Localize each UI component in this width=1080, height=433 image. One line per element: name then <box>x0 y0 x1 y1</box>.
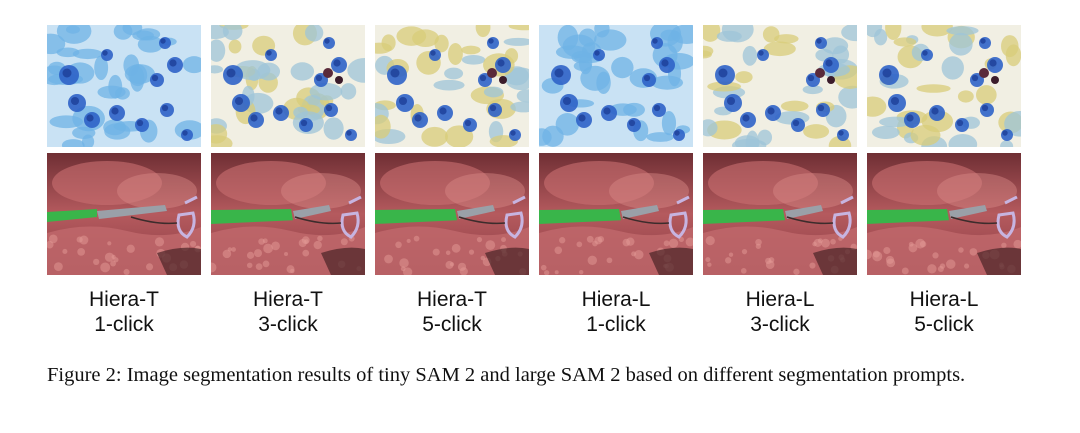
model-label: Hiera-L <box>581 288 651 311</box>
prompt-label: 1-click <box>586 313 646 336</box>
cytology-segmentation-image <box>867 25 1021 147</box>
model-label: Hiera-L <box>909 288 979 311</box>
cytology-segmentation-image <box>47 25 201 147</box>
surgical-segmentation-image <box>703 153 857 275</box>
cytology-segmentation-image <box>211 25 365 147</box>
model-label: Hiera-L <box>745 288 815 311</box>
model-label: Hiera-T <box>416 288 487 311</box>
prompt-label: 5-click <box>914 313 974 336</box>
surgical-segmentation-image <box>211 153 365 275</box>
surgical-segmentation-image <box>375 153 529 275</box>
figure-caption: Figure 2: Image segmentation results of … <box>47 364 966 386</box>
model-label: Hiera-T <box>252 288 323 311</box>
surgical-segmentation-image <box>867 153 1021 275</box>
prompt-label: 1-click <box>94 313 154 336</box>
prompt-label: 5-click <box>422 313 482 336</box>
cytology-segmentation-image <box>539 25 693 147</box>
model-label: Hiera-T <box>88 288 159 311</box>
cytology-segmentation-image <box>703 25 857 147</box>
cytology-segmentation-image <box>375 25 529 147</box>
prompt-label: 3-click <box>750 313 810 336</box>
surgical-segmentation-image <box>47 153 201 275</box>
surgical-segmentation-image <box>539 153 693 275</box>
prompt-label: 3-click <box>258 313 318 336</box>
